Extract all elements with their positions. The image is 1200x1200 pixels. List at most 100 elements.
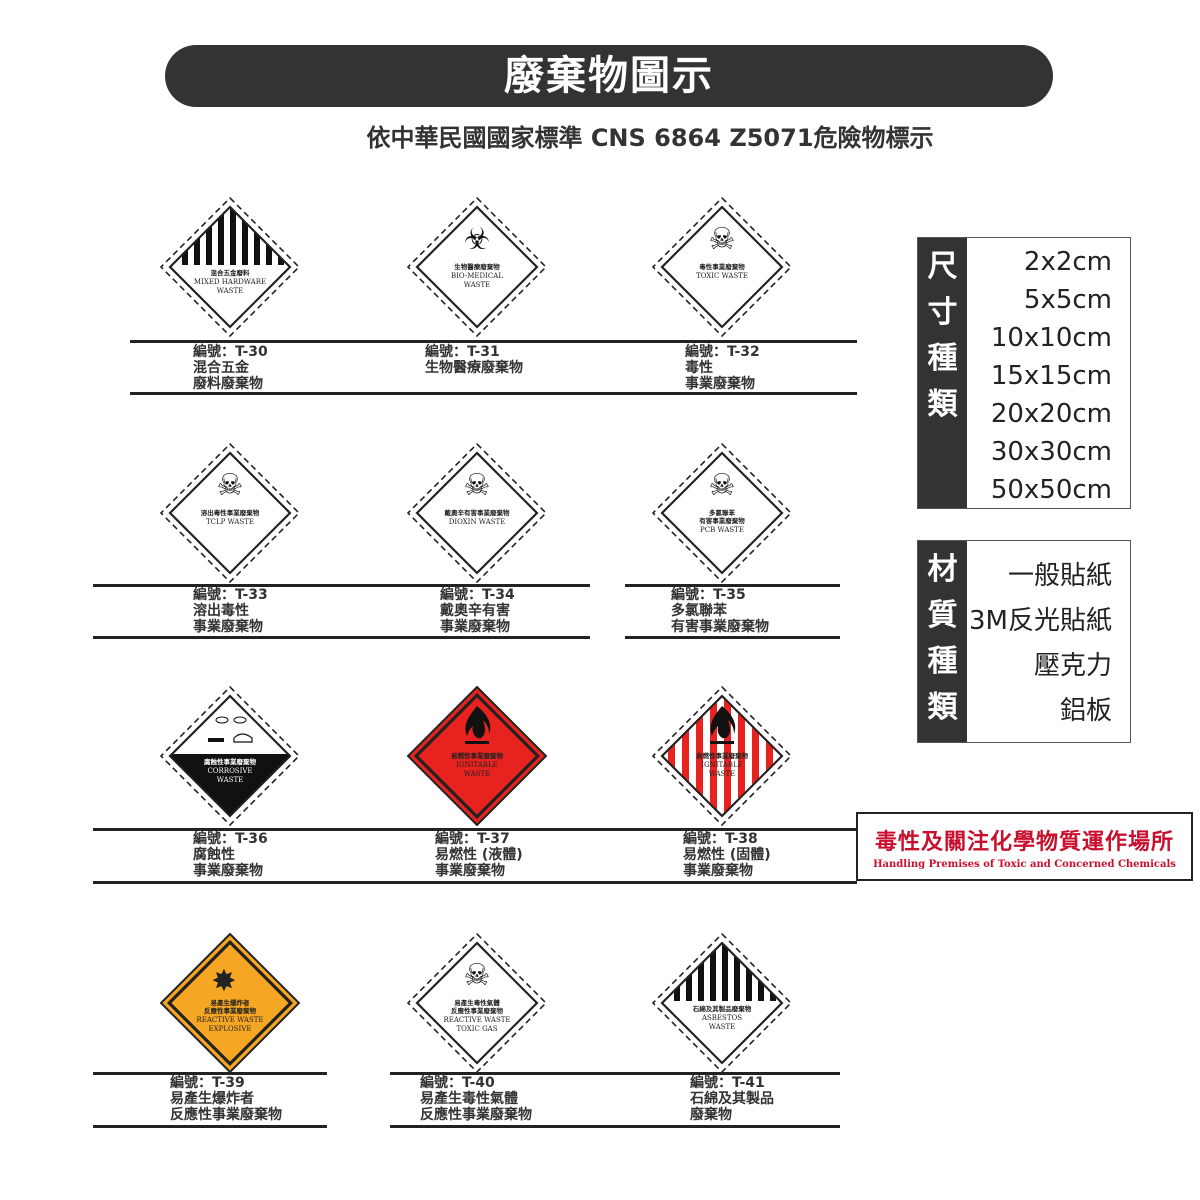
label-description: 毒性 bbox=[685, 360, 713, 376]
flame-icon bbox=[465, 706, 491, 744]
sign-text-zh: 戴奧辛有害事業廢棄物 bbox=[445, 508, 511, 517]
svg-text:☠: ☠ bbox=[709, 468, 736, 503]
size-option: 5x5cm bbox=[1023, 285, 1112, 315]
size-option: 20x20cm bbox=[990, 399, 1112, 429]
panel-label-char: 類 bbox=[927, 387, 958, 422]
sign-text-zh: 石綿及其製品廢棄物 bbox=[692, 1004, 752, 1013]
toxic-chemicals-premises-sign: 毒性及關注化學物質運作場所 Handling Premises of Toxic… bbox=[856, 812, 1193, 881]
label-description: 混合五金 bbox=[193, 360, 249, 376]
svg-text:✸: ✸ bbox=[211, 964, 236, 999]
sign-text-zh: 多氯聯苯 bbox=[709, 508, 736, 517]
label-description: 易燃性 (液體) bbox=[435, 847, 523, 863]
svg-text:☠: ☠ bbox=[464, 468, 491, 503]
skull-icon: ☠ bbox=[217, 468, 244, 503]
label-description: 生物醫療廢棄物 bbox=[425, 360, 523, 376]
material-option: 壓克力 bbox=[1033, 651, 1112, 681]
label-code: 編號：T-38 bbox=[683, 831, 758, 847]
label-description: 多氯聯苯 bbox=[671, 603, 727, 619]
divider-line bbox=[390, 1072, 840, 1075]
label-code: 編號：T-37 bbox=[435, 831, 510, 847]
explosion-icon: ✸ bbox=[211, 964, 236, 999]
flame-icon bbox=[710, 706, 736, 744]
sign-text-zh: 易燃性事業廢棄物 bbox=[696, 751, 749, 760]
label-description: 溶出毒性 bbox=[193, 603, 249, 619]
sign-text-en: EXPLOSIVE bbox=[209, 1025, 252, 1033]
panel-label-char: 寸 bbox=[927, 295, 958, 330]
panel-label-char: 種 bbox=[927, 341, 958, 376]
sign-text-en: IGNITABLE bbox=[701, 761, 743, 769]
label-description: 反應性事業廢棄物 bbox=[420, 1107, 532, 1123]
sign-text-en: WASTE bbox=[464, 281, 490, 289]
divider-line bbox=[625, 636, 840, 639]
sign-text-zh: 溶出毒性事業廢棄物 bbox=[201, 508, 260, 517]
svg-text:☣: ☣ bbox=[464, 222, 491, 257]
divider-line bbox=[93, 1125, 327, 1128]
sign-text-zh: 易燃性事業廢棄物 bbox=[451, 751, 504, 760]
sign-text-zh: 易產生爆炸者 bbox=[211, 998, 251, 1007]
label-code: 編號：T-32 bbox=[685, 344, 760, 360]
panel-label-char: 材 bbox=[927, 552, 958, 587]
size-options-label: 尺寸種類 bbox=[918, 238, 967, 508]
label-description: 易產生毒性氣體 bbox=[420, 1091, 518, 1107]
sign-text-zh: 易產生毒性氣體 bbox=[454, 998, 500, 1007]
divider-line bbox=[130, 340, 857, 343]
sign-text-zh: 反應性事業廢棄物 bbox=[451, 1006, 504, 1015]
label-code: 編號：T-39 bbox=[170, 1075, 245, 1091]
label-description: 有害事業廢棄物 bbox=[671, 619, 769, 635]
sign-text-en: PCB WASTE bbox=[700, 526, 744, 534]
label-code: 編號：T-30 bbox=[193, 344, 268, 360]
sign-text-zh: 有害事業廢棄物 bbox=[699, 516, 745, 525]
divider-line bbox=[93, 636, 590, 639]
label-code: 編號：T-36 bbox=[193, 831, 268, 847]
divider-line bbox=[625, 584, 840, 587]
page-title: 廢棄物圖示 bbox=[165, 45, 1053, 107]
label-description: 事業廢棄物 bbox=[440, 619, 510, 635]
sign-text-en: TCLP WASTE bbox=[206, 518, 254, 526]
divider-line bbox=[93, 1072, 327, 1075]
label-code: 編號：T-33 bbox=[193, 587, 268, 603]
label-code: 編號：T-31 bbox=[425, 344, 500, 360]
panel-label-char: 質 bbox=[927, 598, 958, 633]
svg-text:☠: ☠ bbox=[709, 222, 736, 257]
label-description: 事業廢棄物 bbox=[685, 376, 755, 392]
label-code: 編號：T-35 bbox=[671, 587, 746, 603]
sign-text-en: TOXIC WASTE bbox=[696, 272, 748, 280]
label-description: 事業廢棄物 bbox=[193, 863, 263, 879]
material-option: 一般貼紙 bbox=[1007, 561, 1112, 591]
label-description: 廢料廢棄物 bbox=[193, 376, 263, 392]
sign-text-en: REACTIVE WASTE bbox=[196, 1016, 263, 1024]
label-description: 戴奧辛有害 bbox=[440, 603, 510, 619]
divider-line bbox=[93, 881, 857, 884]
svg-text:☠: ☠ bbox=[217, 468, 244, 503]
sign-text-en: TOXIC GAS bbox=[456, 1025, 497, 1033]
sign-text-en: WASTE bbox=[217, 776, 243, 784]
sign-text-en: WASTE bbox=[464, 770, 490, 778]
material-options-label: 材質種類 bbox=[918, 541, 967, 742]
panel-label-char: 種 bbox=[927, 644, 958, 679]
skull-icon: ☠ bbox=[709, 222, 736, 257]
sign-text-en: MIXED HARDWARE bbox=[194, 278, 266, 286]
label-description: 事業廢棄物 bbox=[683, 863, 753, 879]
panel-label-char: 尺 bbox=[927, 249, 958, 284]
sign-title-en: Handling Premises of Toxic and Concerned… bbox=[873, 859, 1176, 870]
sign-text-zh: 混合五金廢料 bbox=[211, 268, 251, 277]
sign-text-zh: 毒性事業廢棄物 bbox=[699, 262, 745, 271]
divider-line bbox=[130, 392, 857, 395]
corrosive-icon bbox=[208, 716, 253, 743]
label-description: 易燃性 (固體) bbox=[683, 847, 771, 863]
material-option: 鋁板 bbox=[1059, 696, 1112, 726]
size-option: 50x50cm bbox=[990, 475, 1112, 505]
label-description: 廢棄物 bbox=[690, 1107, 732, 1123]
divider-line bbox=[93, 828, 857, 831]
size-option: 10x10cm bbox=[990, 323, 1112, 353]
skull-icon: ☠ bbox=[709, 468, 736, 503]
label-code: 編號：T-41 bbox=[690, 1075, 765, 1091]
